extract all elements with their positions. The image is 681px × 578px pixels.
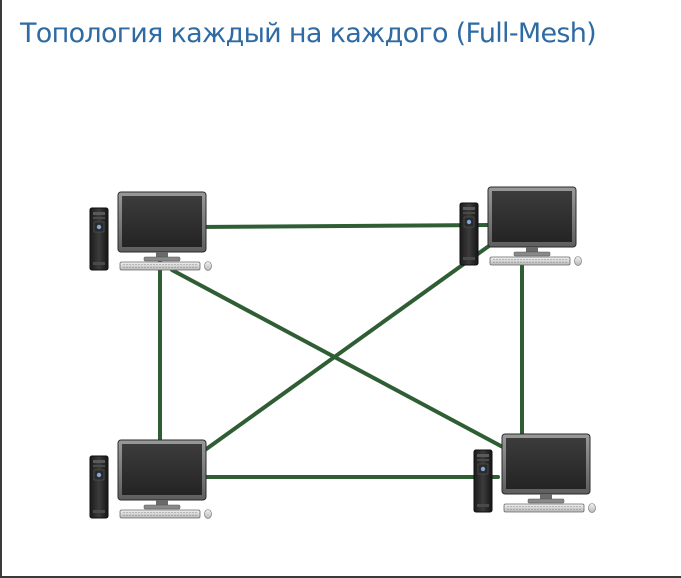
slide-title: Топология каждый на каждого (Full-Mesh) — [20, 18, 597, 49]
link-top-right-bottom-left — [196, 236, 502, 457]
workstation-icon — [89, 191, 212, 271]
bottom-border — [0, 576, 681, 578]
left-border — [0, 0, 2, 578]
mesh-links — [158, 223, 524, 479]
workstation-icon — [459, 186, 582, 266]
workstation-icon — [89, 439, 212, 519]
link-top-left-bottom-right — [170, 268, 514, 454]
workstation-icon — [473, 433, 596, 513]
link-top-left-top-right — [194, 223, 494, 229]
